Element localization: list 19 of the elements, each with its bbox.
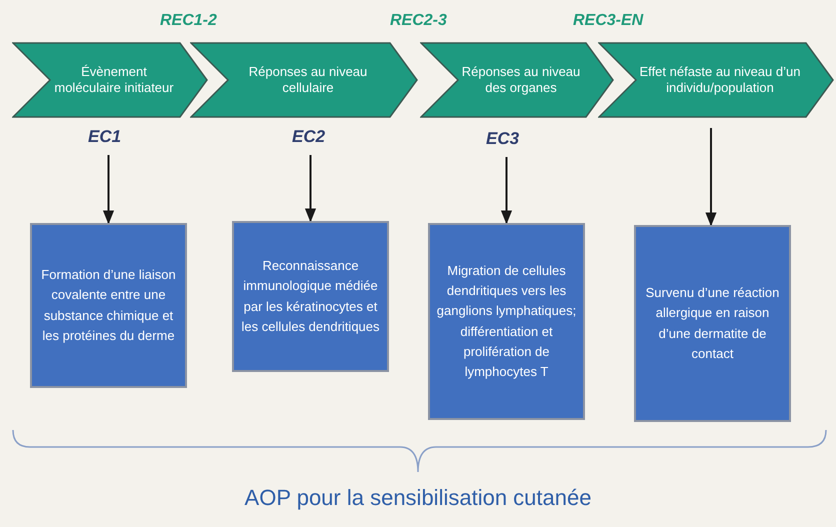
event-box: Migration de cellules dendritiques vers les ganglions lymphatiques; différentiation et prolifération de lymphocytes T [428,223,585,420]
arrow [500,157,512,224]
chevron-step: Effet néfaste au niveau d’un individu/population [598,42,834,118]
chevron-step: Évènement moléculaire initiateur [12,42,208,118]
transition-label: REC2-3 [390,12,447,30]
arrow [304,155,316,222]
event-box: Reconnaissance immunologique médiée par les kératinocytes et les cellules dendritiques [232,221,389,372]
transition-label: REC3-EN [573,12,644,30]
stage-label: EC2 [292,127,332,149]
stage-label: EC3 [486,129,526,151]
stage-label: EC1 [88,127,128,149]
event-box: Survenu d’une réaction allergique en raison d’une dermatite de contact [634,225,791,422]
chevron-step: Réponses au niveau cellulaire [190,42,418,118]
caption: AOP pour la sensibilisation cutanée [244,485,592,511]
transition-label: REC1-2 [160,12,217,30]
arrow [705,128,717,226]
event-box: Formation d’une liaison covalente entre une substance chimique et les protéines du derme [30,223,187,388]
chevron-step: Réponses au niveau des organes [420,42,614,118]
arrow [102,155,114,224]
